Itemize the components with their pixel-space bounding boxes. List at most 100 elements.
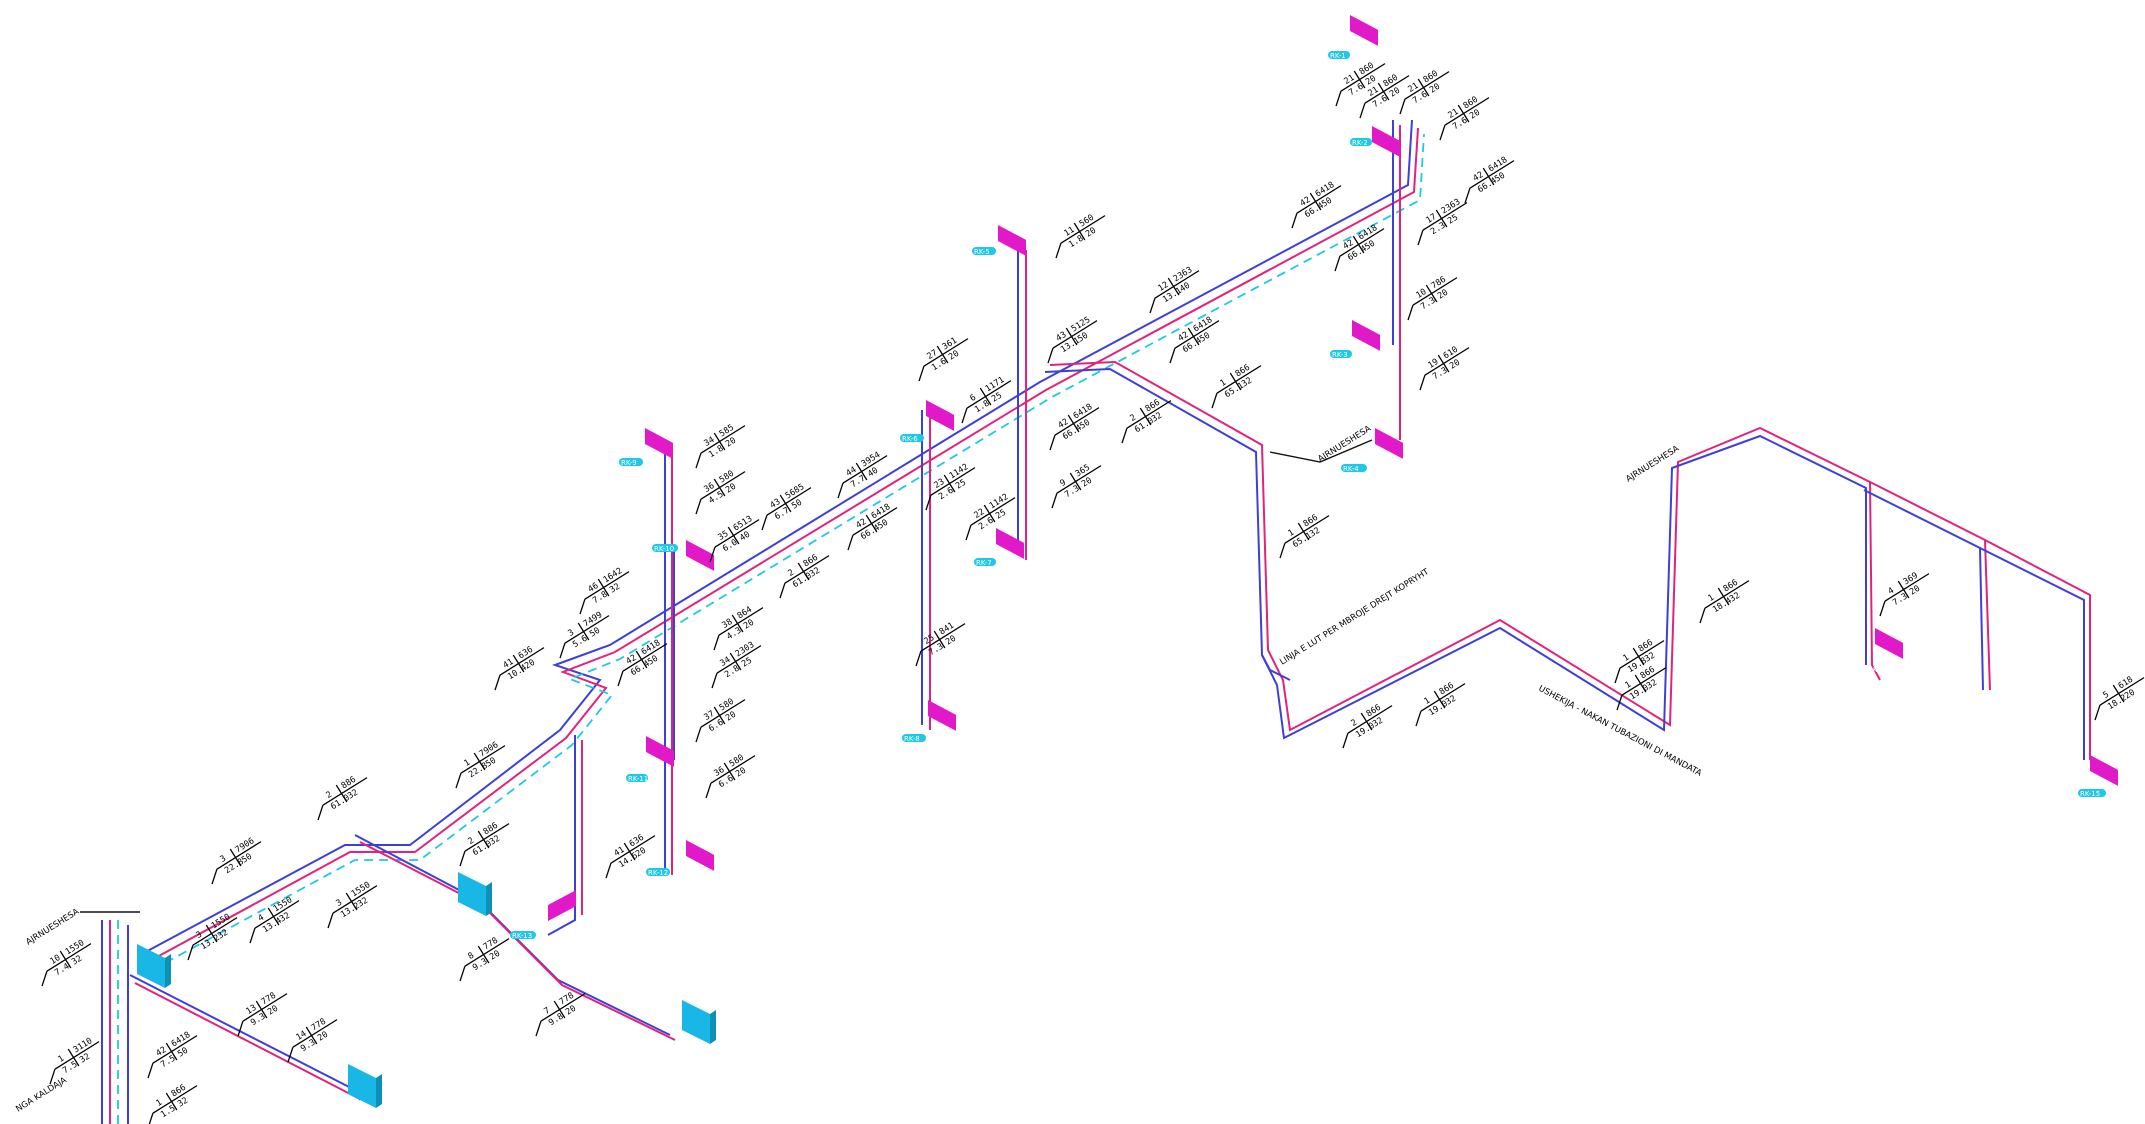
- radiator-icon[interactable]: RK-3: [1330, 320, 1380, 359]
- pipe-label-n: 2: [324, 790, 334, 801]
- pipe-label-q: 6418: [640, 638, 663, 657]
- pipe-label-leader: [711, 672, 718, 689]
- pipe-label-n: 6: [968, 393, 978, 404]
- radiator-icon[interactable]: RK-10: [652, 540, 714, 571]
- pipe-label-rule: [332, 885, 378, 914]
- pipe-label-n: 3: [194, 930, 204, 941]
- pipe-label-d: 20: [523, 658, 537, 672]
- radiator-icon[interactable]: RK-5: [972, 225, 1026, 256]
- pipe-label-divider: [165, 1042, 178, 1061]
- pipe-label-rule: [966, 380, 1012, 409]
- pipe-label-leader: [915, 650, 922, 667]
- pipe-label-rule: [584, 571, 630, 600]
- pipe-label-n: 42: [854, 517, 868, 531]
- pipe-label-rule: [1347, 705, 1393, 734]
- lower-branches: [101, 834, 676, 1124]
- svg-text:RK-1: RK-1: [1330, 52, 1346, 60]
- pipe-label-q: 1142: [988, 492, 1011, 511]
- pipe-label-leader: [147, 1112, 154, 1124]
- risers: [547, 120, 1401, 936]
- svg-text:RK-4: RK-4: [1343, 465, 1359, 473]
- pipe-label-leader: [1047, 347, 1054, 364]
- pipe-label-d: 20: [724, 710, 738, 724]
- pipe-label-divider: [623, 842, 636, 861]
- pipe-label-d: 20: [1364, 74, 1378, 88]
- radiators: RK-1 RK-2 RK-3 RK-4 RK-5 RK-6: [510, 15, 2118, 940]
- pipe-label-rule: [1412, 277, 1458, 306]
- pipe-label-n: 36: [702, 481, 716, 495]
- pipe-label-q: 5685: [784, 482, 807, 501]
- radiator-icon[interactable]: RK-1: [1328, 15, 1378, 60]
- pipe-label-divider: [1139, 407, 1152, 426]
- pipe-label-divider: [779, 494, 792, 513]
- pipe-label-d: 20: [742, 618, 756, 632]
- pipe-label-n: 2: [786, 568, 796, 579]
- pipe-label-leader: [287, 1046, 294, 1063]
- pipe-label-rule: [710, 755, 756, 784]
- svg-text:RK-12: RK-12: [648, 869, 668, 877]
- pipe-label-q: 2363: [1440, 197, 1463, 216]
- pipe-label-rule: [1469, 160, 1515, 189]
- pipe-label-divider: [1897, 580, 1910, 599]
- pipe-label-d: 50: [1363, 239, 1377, 253]
- pipe-label-n: 42: [1056, 417, 1070, 431]
- radiator-icon[interactable]: RK-8: [902, 700, 956, 743]
- radiator-icon[interactable]: RK-9: [619, 428, 673, 467]
- pipe-label-rule: [499, 647, 545, 676]
- pipe-label-d: 20: [634, 846, 648, 860]
- radiator-icon[interactable]: [1875, 628, 1903, 659]
- pipe-label-leader: [605, 862, 612, 879]
- radiator-icon[interactable]: RK-11: [626, 736, 674, 783]
- pipe-label-d: 32: [356, 896, 370, 910]
- pipe-label-n: 22: [972, 507, 986, 521]
- pipe-label-d: 40: [738, 530, 752, 544]
- boiler-unit-icon[interactable]: [348, 1064, 382, 1108]
- pipe-label-rule: [2099, 677, 2145, 706]
- radiator-icon[interactable]: RK-13: [510, 890, 576, 940]
- pipe-label-rule: [1621, 667, 1667, 696]
- pipe-label-n: 34: [702, 435, 716, 449]
- svg-text:RK-10: RK-10: [654, 545, 674, 553]
- pipe-label-d: 50: [876, 518, 890, 532]
- pipe-label-leader: [1334, 255, 1341, 272]
- radiator-icon[interactable]: RK-12: [646, 840, 714, 877]
- pipe-label-n: 3: [566, 628, 576, 639]
- pipe-label-rule: [1126, 400, 1172, 429]
- air-vent-note: AJRNUESHESA: [1316, 424, 1373, 465]
- pipe-label-d: 40: [1178, 281, 1192, 295]
- pipe-label-n: 38: [720, 617, 734, 631]
- pipe-label-d: 20: [1448, 358, 1462, 372]
- pipe-label-n: 21: [1446, 107, 1460, 121]
- radiator-icon[interactable]: RK-2: [1350, 126, 1400, 157]
- svg-text:RK-7: RK-7: [976, 559, 992, 567]
- pipe-label-n: 1: [1218, 378, 1228, 389]
- pipe-label-leader: [961, 407, 968, 424]
- pipe-label-d: 50: [176, 1046, 190, 1060]
- radiator-icon[interactable]: RK-15: [2078, 755, 2118, 798]
- pipe-label-divider: [1309, 192, 1322, 211]
- pipe-label-d: 32: [1645, 678, 1659, 692]
- pipe-label-rule: [464, 938, 510, 967]
- pipe-label-n: 42: [154, 1045, 168, 1059]
- radiator-icon[interactable]: RK-6: [900, 400, 954, 443]
- pipe-label-rule: [540, 993, 586, 1022]
- radiator-icon[interactable]: RK-7: [974, 528, 1024, 567]
- pipe-label-divider: [936, 345, 949, 364]
- boiler-unit-icon[interactable]: [682, 1000, 716, 1044]
- radiator-icon[interactable]: RK-4: [1341, 428, 1403, 473]
- boiler-unit-icon[interactable]: [137, 944, 171, 988]
- pipe-label-divider: [1437, 354, 1450, 373]
- pipe-label-q: 1550: [350, 880, 373, 899]
- pipe-label-rule: [292, 1019, 338, 1048]
- boiler-unit-icon[interactable]: [458, 872, 492, 916]
- pipe-label-divider: [1229, 372, 1242, 391]
